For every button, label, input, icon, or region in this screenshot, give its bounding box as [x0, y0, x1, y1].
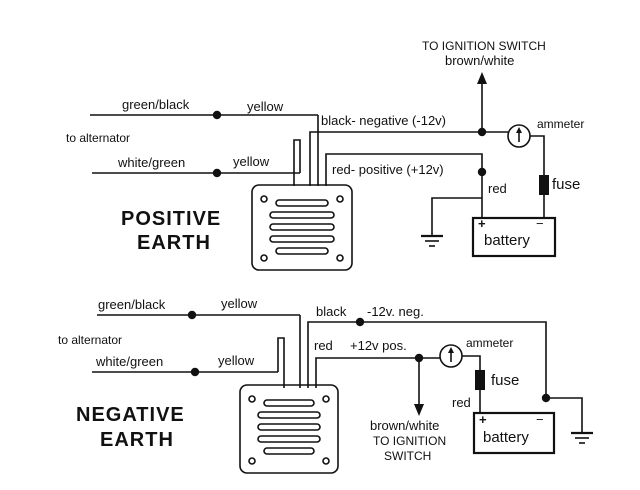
- pos-regulator: [251, 184, 353, 271]
- neg-title-line1: NEGATIVE: [76, 404, 185, 426]
- pos-ammeter-wire: [530, 135, 545, 175]
- neg-regulator-fin: [257, 435, 321, 443]
- pos-earth-wire: [431, 197, 482, 235]
- pos-regulator-fin: [269, 211, 335, 219]
- neg-junction-dot: [187, 310, 197, 320]
- neg-regulator: [239, 384, 339, 474]
- neg-junction-dot: [541, 393, 551, 403]
- pos-red-lead: [325, 153, 483, 186]
- pos-regulator-fin: [275, 199, 329, 207]
- neg-regulator-screw: [322, 457, 330, 465]
- neg-junction-dot: [190, 367, 200, 377]
- neg-label-red-wire: red: [314, 338, 333, 353]
- neg-label-switch: SWITCH: [384, 449, 431, 463]
- neg-label-to-alternator: to alternator: [58, 333, 122, 347]
- neg-label-white-green: white/green: [95, 354, 163, 369]
- pos-battery-minus: −: [536, 216, 544, 231]
- neg-battery-plus: +: [479, 412, 487, 427]
- pos-label-red: red: [488, 181, 507, 196]
- neg-junction-dot: [355, 317, 365, 327]
- pos-regulator-fin: [269, 235, 335, 243]
- neg-label-red: red: [452, 395, 471, 410]
- neg-ammeter-wire: [462, 355, 481, 370]
- neg-regulator-fin: [257, 423, 321, 431]
- neg-label-ignition: TO IGNITION: [373, 434, 446, 448]
- pos-label-battery: battery: [484, 232, 530, 249]
- neg-battery: [472, 411, 556, 455]
- neg-red-lead: [315, 357, 440, 388]
- pos-label-black-negative: black- negative (-12v): [321, 113, 446, 128]
- pos-battery-plus: +: [478, 216, 486, 231]
- pos-arrow-up-icon: [477, 72, 487, 84]
- pos-regulator-fin: [269, 223, 335, 231]
- pos-ammeter-arrow-icon: [516, 127, 522, 133]
- pos-regulator-screw: [336, 254, 344, 262]
- neg-fuse-icon: [475, 370, 485, 390]
- neg-arrow-down-icon: [414, 404, 424, 416]
- neg-regulator-fin: [257, 411, 321, 419]
- pos-label-yellow: yellow: [247, 99, 284, 114]
- neg-title-line2: EARTH: [100, 429, 174, 451]
- pos-title-line1: POSITIVE: [121, 208, 221, 230]
- neg-regulator-screw: [248, 395, 256, 403]
- pos-title-line2: EARTH: [137, 232, 211, 254]
- neg-label-yellow: yellow: [218, 353, 255, 368]
- neg-regulator-screw: [322, 395, 330, 403]
- neg-label-battery: battery: [483, 429, 529, 446]
- neg-battery-minus: −: [536, 412, 544, 427]
- neg-label-neg-12v: -12v. neg.: [367, 304, 424, 319]
- positive-earth-diagram: green/black yellow to alternator white/g…: [66, 39, 584, 271]
- pos-yellow-lead: [293, 139, 301, 186]
- negative-earth-diagram: green/black yellow to alternator white/g…: [58, 296, 593, 474]
- neg-regulator-fin: [263, 399, 315, 407]
- pos-regulator-screw: [260, 254, 268, 262]
- neg-regulator-screw: [248, 457, 256, 465]
- neg-label-green-black: green/black: [98, 297, 166, 312]
- neg-label-ammeter: ammeter: [466, 336, 513, 350]
- pos-label-fuse: fuse: [552, 176, 580, 193]
- neg-ammeter-arrow-icon: [448, 347, 454, 353]
- pos-label-yellow: yellow: [233, 154, 270, 169]
- pos-regulator-fin: [275, 247, 329, 255]
- pos-label-ammeter: ammeter: [537, 117, 584, 131]
- pos-label-ignition: TO IGNITION SWITCH: [422, 39, 546, 53]
- neg-label-fuse: fuse: [491, 372, 519, 389]
- pos-junction-dot: [477, 127, 487, 137]
- pos-label-to-alternator: to alternator: [66, 131, 130, 145]
- pos-fuse-icon: [539, 175, 549, 195]
- neg-label-pos-12v: +12v pos.: [350, 338, 407, 353]
- neg-regulator-fin: [263, 447, 315, 455]
- pos-label-brown-white: brown/white: [445, 53, 514, 68]
- pos-regulator-screw: [260, 195, 268, 203]
- pos-black-lead: [309, 131, 508, 186]
- neg-black-lead: [307, 321, 583, 432]
- pos-regulator-screw: [336, 195, 344, 203]
- pos-label-green-black: green/black: [122, 97, 190, 112]
- neg-label-brown-white: brown/white: [370, 418, 439, 433]
- pos-junction-dot: [212, 110, 222, 120]
- neg-label-yellow: yellow: [221, 296, 258, 311]
- neg-yellow-lead: [277, 337, 285, 388]
- pos-label-red-positive: red- positive (+12v): [332, 162, 444, 177]
- pos-label-white-green: white/green: [117, 155, 185, 170]
- pos-junction-dot: [212, 168, 222, 178]
- pos-battery: [471, 216, 557, 258]
- neg-label-black: black: [316, 304, 347, 319]
